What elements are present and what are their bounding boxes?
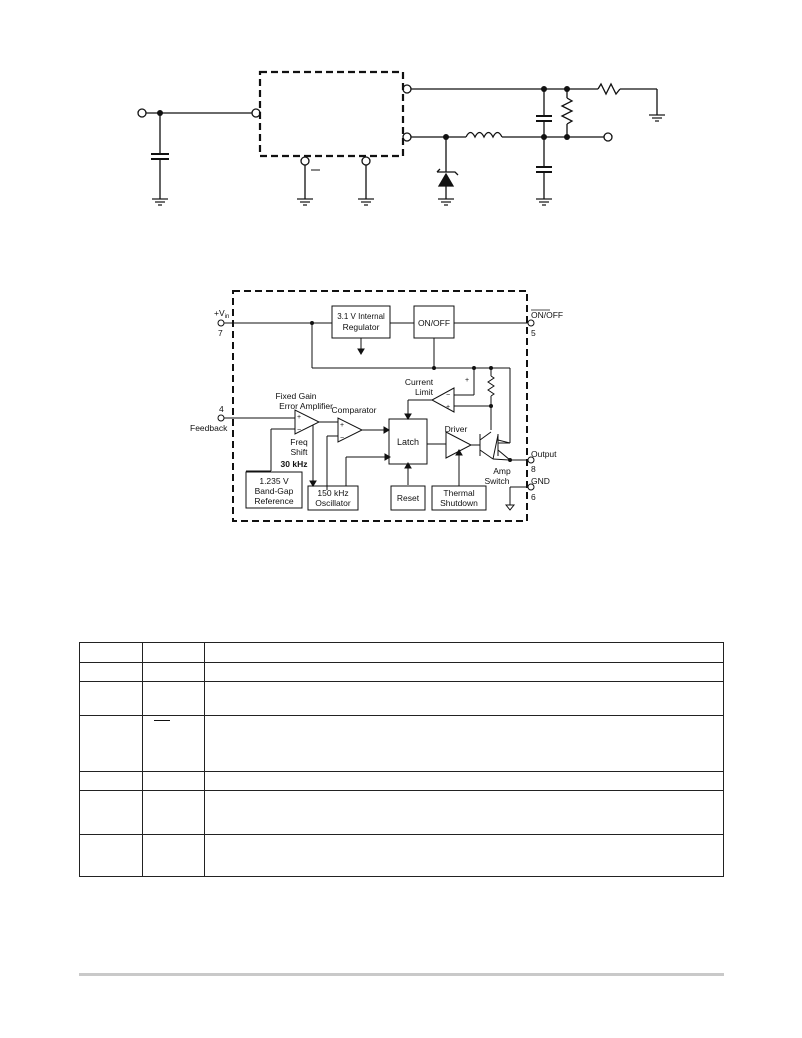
ground-symbol [297, 198, 313, 206]
error-amplifier [294, 409, 321, 435]
table-row [79, 834, 724, 877]
table-cell [142, 662, 205, 682]
error-amp-label: Error Amplifier [279, 401, 333, 411]
regulator-label: Regulator [343, 322, 380, 332]
overbar-mark [154, 720, 170, 721]
freq-shift-label: 30 kHz [281, 459, 308, 469]
svg-text:+: + [297, 414, 301, 421]
application-circuit-schematic [137, 70, 665, 206]
oscillator-block [307, 485, 359, 511]
amp-switch-label: Switch [484, 476, 509, 486]
feedback-resistor-lower [560, 97, 574, 125]
latch-label: Latch [397, 437, 419, 447]
table-cell [142, 771, 205, 791]
reset-block [390, 485, 426, 511]
table-cell [204, 771, 724, 791]
onoff-block-label: ON/OFF [418, 318, 450, 328]
pin-onoff-number: 5 [531, 328, 536, 338]
ground-symbol [536, 198, 552, 206]
freq-shift-label: Freq [290, 437, 308, 447]
pin-gnd-number: 6 [531, 492, 536, 502]
ground-symbol [438, 198, 454, 206]
reset-label: Reset [397, 493, 420, 503]
current-limit-label: Current [405, 377, 434, 387]
pin-feedback-number: 4 [219, 404, 224, 414]
block-diagram: + − + − − + + +Vin 7 3.1 V Internal Regu… [190, 290, 563, 522]
table-cell [204, 642, 724, 663]
table-cell [79, 642, 143, 663]
pin-vin-number: 7 [218, 328, 223, 338]
reference-label: Band-Gap [255, 486, 294, 496]
svg-text:+: + [465, 377, 469, 384]
onoff-pin-label: ON/OFF [531, 310, 563, 320]
freq-shift-label: Shift [290, 447, 308, 457]
ground-symbol [152, 198, 168, 206]
pin-onoff-terminal [527, 319, 535, 327]
svg-text:−: − [340, 435, 344, 442]
oscillator-label: Oscillator [315, 498, 351, 508]
output-label: Output [531, 449, 557, 459]
table-cell [204, 662, 724, 682]
table-cell [142, 681, 205, 716]
table-row [79, 771, 724, 791]
table-cell [79, 771, 143, 791]
gnd-label: GND [531, 476, 550, 486]
table-cell [204, 834, 724, 877]
thermal-label: Thermal [443, 488, 474, 498]
regulator-ic-box [258, 70, 405, 158]
thermal-label: Shutdown [440, 498, 478, 508]
output-terminal [603, 132, 613, 142]
current-sense-resistor [487, 375, 495, 397]
pin-vin-terminal [217, 319, 225, 327]
feedback-resistor-upper [597, 82, 621, 96]
table-cell [204, 715, 724, 772]
pin-output-terminal [527, 456, 535, 464]
thermal-shutdown-block [431, 485, 487, 511]
block-diagram-border [232, 290, 528, 522]
feedback-label: Feedback [190, 423, 228, 433]
table-row [79, 790, 724, 835]
comparator-label: Comparator [332, 405, 377, 415]
driver-label: Driver [445, 424, 468, 434]
reference-label: 1.235 V [259, 476, 289, 486]
table-cell [204, 790, 724, 835]
error-amp-label: Fixed Gain [275, 391, 316, 401]
table-cell [79, 662, 143, 682]
output-inductor [465, 131, 503, 139]
table-cell [142, 790, 205, 835]
table-row [79, 715, 724, 772]
table-cell [79, 681, 143, 716]
svg-text:−: − [446, 392, 450, 399]
ground-symbol [358, 198, 374, 206]
svg-text:+: + [340, 422, 344, 429]
table-cell [142, 715, 205, 772]
table-row [79, 642, 724, 663]
oscillator-label: 150 kHz [317, 488, 348, 498]
comparator [337, 417, 364, 443]
svg-text:+: + [446, 404, 450, 411]
table-row [79, 662, 724, 682]
vin-label: +Vin [214, 308, 229, 320]
table-cell [142, 834, 205, 877]
svg-text:−: − [297, 427, 301, 434]
table-cell [79, 790, 143, 835]
footer-rule [79, 973, 724, 976]
pin-feedback-terminal [217, 414, 225, 422]
reference-label: Reference [254, 496, 293, 506]
table-row [79, 681, 724, 716]
pin-output-number: 8 [531, 464, 536, 474]
table-cell [79, 834, 143, 877]
bandgap-reference-block [245, 471, 303, 509]
ground-symbol [649, 114, 665, 122]
current-limit-amp [430, 387, 455, 413]
table-cell [79, 715, 143, 772]
pin-description-table [79, 642, 724, 877]
current-limit-label: Limit [415, 387, 434, 397]
regulator-label: 3.1 V Internal [337, 312, 385, 321]
table-cell [142, 642, 205, 663]
amp-switch-label: Amp [493, 466, 511, 476]
table-cell [204, 681, 724, 716]
